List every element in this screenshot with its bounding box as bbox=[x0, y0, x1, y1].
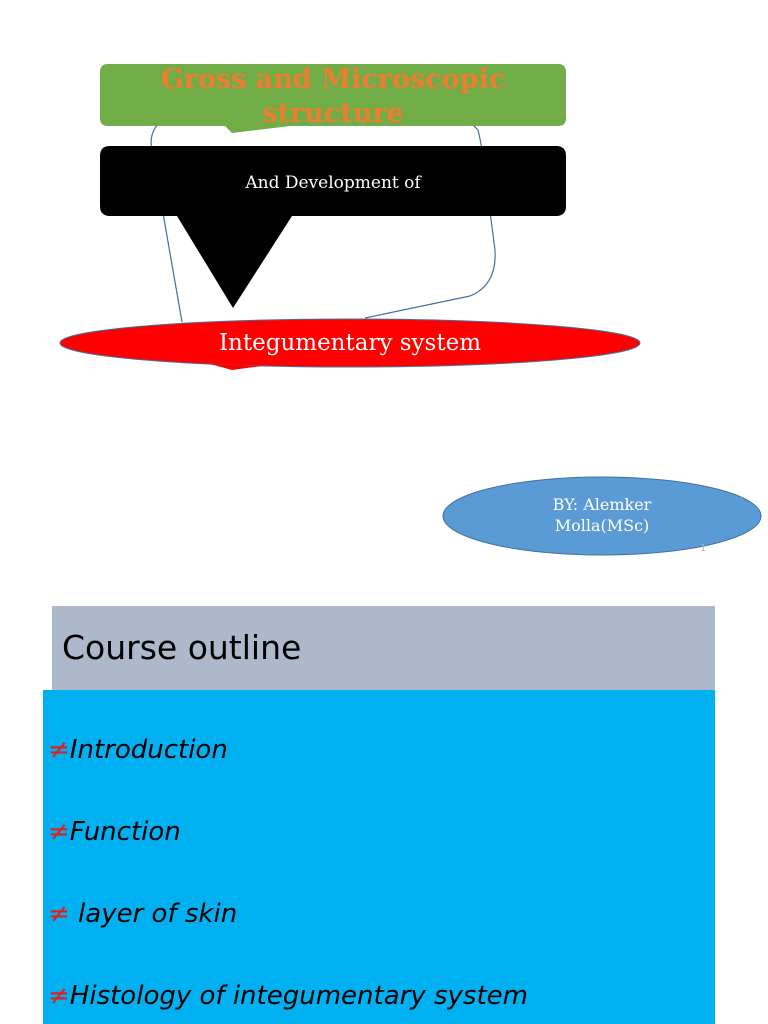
outline-heading: Course outline bbox=[62, 628, 302, 667]
title-slide-shapes bbox=[59, 64, 762, 556]
slide-subtitle: And Development of bbox=[245, 173, 421, 193]
slide-title-line-1: Gross and Microscopic bbox=[160, 64, 506, 95]
outline-item-text: layer of skin bbox=[69, 899, 238, 929]
bullet-marker: ≠ bbox=[48, 899, 70, 929]
topic-ellipse bbox=[59, 318, 641, 368]
author-line-1: BY: Alemker bbox=[552, 495, 652, 514]
outline-body bbox=[43, 690, 715, 1024]
topic-ellipse-notch bbox=[210, 364, 262, 370]
outline-item-text: Function bbox=[69, 817, 181, 847]
author-ellipse bbox=[442, 476, 762, 556]
slide-title-line-2: structure bbox=[262, 98, 404, 129]
author-credit: BY: Alemker Molla(MSc) bbox=[452, 494, 752, 536]
bullet-marker: ≠ bbox=[48, 817, 70, 847]
page-number: 1 bbox=[700, 543, 707, 554]
bullet-marker: ≠ bbox=[48, 981, 70, 1011]
bullet-marker: ≠ bbox=[48, 735, 70, 765]
outline-item-text: Histology of integumentary system bbox=[69, 981, 528, 1011]
outline-item: ≠ layer of skin bbox=[48, 897, 237, 931]
outline-item-text: Introduction bbox=[69, 735, 228, 765]
outline-header bbox=[52, 606, 715, 690]
author-line-2: Molla(MSc) bbox=[554, 516, 650, 535]
outline-item: ≠Introduction bbox=[48, 733, 228, 767]
outline-item: ≠Histology of integumentary system bbox=[48, 979, 528, 1013]
slide-topic: Integumentary system bbox=[218, 330, 482, 356]
subtitle-callout bbox=[100, 146, 566, 308]
title-callout bbox=[100, 64, 566, 133]
outline-item: ≠Function bbox=[48, 815, 181, 849]
